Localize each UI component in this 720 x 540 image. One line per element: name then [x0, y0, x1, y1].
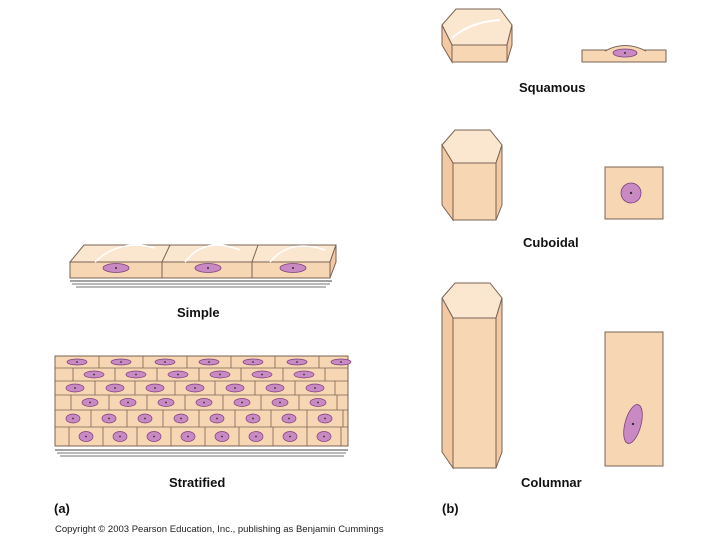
- nucleolus: [289, 435, 291, 438]
- nucleolus: [180, 417, 182, 420]
- nucleolus: [194, 387, 196, 389]
- simple-epithelium: [68, 244, 337, 288]
- squamous-label: Squamous: [519, 80, 586, 95]
- nucleolus: [288, 417, 290, 420]
- stratified-label: Stratified: [169, 475, 226, 490]
- nucleolus: [154, 387, 156, 389]
- nucleolus: [203, 401, 205, 404]
- nucleolus: [219, 373, 221, 376]
- nucleolus: [76, 361, 78, 363]
- nucleolus: [274, 387, 276, 389]
- nucleolus: [221, 435, 223, 438]
- panel-a-label: (a): [54, 501, 70, 516]
- nucleolus: [108, 417, 110, 420]
- nucleolus: [296, 361, 298, 363]
- nucleolus: [279, 401, 281, 404]
- nucleolus: [241, 401, 243, 404]
- squamous-3d-cell: [441, 8, 513, 64]
- columnar-3d-cell: [441, 282, 503, 470]
- nucleolus: [93, 373, 95, 376]
- squamous-cross-section: [581, 45, 667, 63]
- cuboidal-cross-section: [604, 166, 664, 220]
- nucleolus: [187, 435, 189, 438]
- nucleolus: [323, 435, 325, 438]
- nucleolus: [89, 401, 91, 404]
- nucleolus: [340, 361, 342, 363]
- nucleolus: [114, 387, 116, 389]
- nucleolus: [252, 361, 254, 363]
- nucleolus: [252, 417, 254, 420]
- nucleolus: [165, 401, 167, 404]
- columnar-label: Columnar: [521, 475, 582, 490]
- nucleolus: [261, 373, 263, 376]
- nucleolus: [216, 417, 218, 420]
- nucleolus: [153, 435, 155, 438]
- cuboidal-label: Cuboidal: [523, 235, 579, 250]
- nucleolus: [127, 401, 129, 404]
- nucleolus: [135, 373, 137, 376]
- nucleolus: [85, 435, 87, 438]
- nucleolus: [177, 373, 179, 376]
- nucleolus: [303, 373, 305, 376]
- nucleolus: [120, 361, 122, 363]
- nucleolus: [119, 435, 121, 438]
- nucleolus: [208, 361, 210, 363]
- nucleolus: [314, 387, 316, 389]
- columnar-cross-section: [604, 331, 664, 467]
- stratified-epithelium: [54, 355, 352, 457]
- nucleolus: [72, 417, 74, 420]
- nucleolus: [74, 387, 76, 389]
- nucleolus: [255, 435, 257, 438]
- simple-label: Simple: [177, 305, 220, 320]
- nucleolus: [144, 417, 146, 420]
- cuboidal-3d-cell: [441, 129, 503, 222]
- panel-b-label: (b): [442, 501, 459, 516]
- nucleolus: [234, 387, 236, 389]
- nucleolus: [324, 417, 326, 420]
- copyright-notice: Copyright © 2003 Pearson Education, Inc.…: [55, 524, 384, 535]
- nucleolus: [317, 401, 319, 404]
- nucleolus: [164, 361, 166, 363]
